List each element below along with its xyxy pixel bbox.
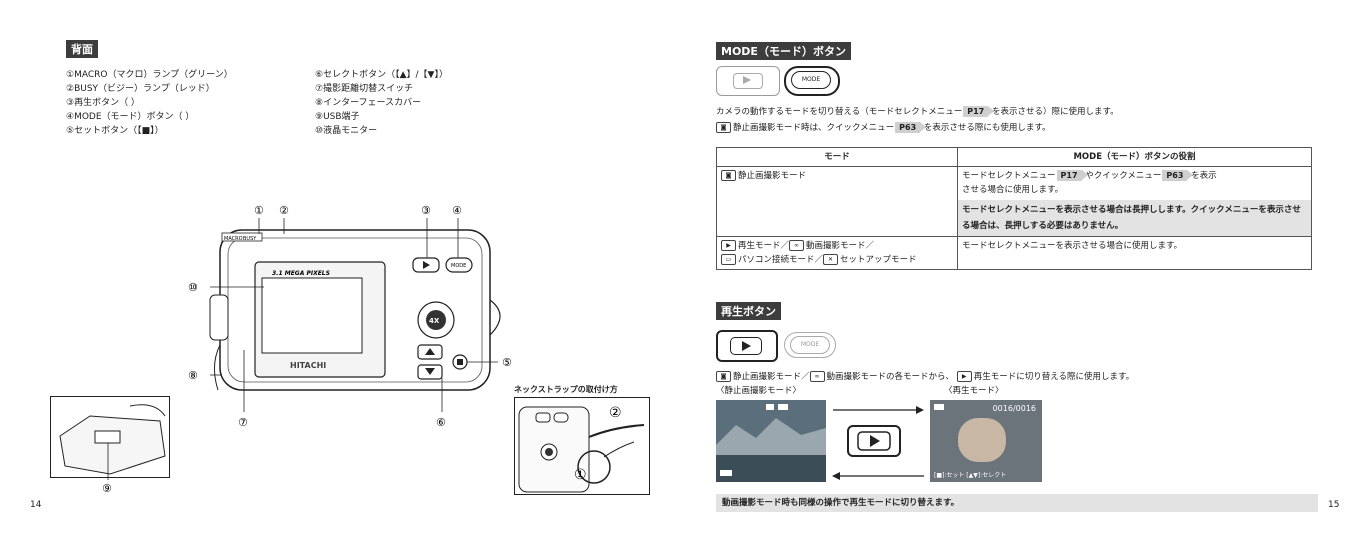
still-mode-screen: [716, 400, 826, 482]
mode-button-illus: MODE: [784, 66, 840, 96]
callout-7: ⑦: [238, 416, 248, 429]
play-mode-icon: ▶: [956, 371, 972, 382]
still-mode-label: 〈静止画撮影モード〉: [716, 386, 802, 396]
table-header-role: MODE（モード）ボタンの役割: [957, 147, 1312, 167]
cell-text: パソコン接続モード／: [738, 255, 824, 265]
page-ref-p63: P63: [895, 122, 927, 133]
mode-desc-text: を表示させる際にも使用します。: [923, 123, 1051, 133]
movie-icon: ∞: [789, 240, 805, 251]
camera-back-illustration: MACRO BUSY 3.1 MEGA PIXELS HITACHI MODE …: [188, 204, 512, 429]
mode-button-label: MODE: [451, 263, 466, 269]
brand-label: HITACHI: [290, 361, 326, 370]
play-button-illus-faded: [716, 66, 780, 96]
strap-title: ネックストラップの取付け方: [514, 385, 618, 394]
cell-text: させる場合に使用します。: [962, 185, 1064, 195]
callout-6: ⑥: [436, 416, 446, 429]
part-item: ①MACRO（マクロ）ランプ（グリーン）: [66, 70, 233, 80]
mode-desc-text: を表示させる）際に使用します。: [991, 107, 1119, 117]
cell-text: モードセレクトメニューを表示させる場合に使用します。: [957, 236, 1312, 270]
page-ref-p17: P17: [963, 106, 995, 117]
mode-table: モード MODE（モード）ボタンの役割 ◙静止画撮影モード モードセレクトメニュ…: [716, 147, 1312, 270]
callout-8: ⑧: [188, 369, 198, 382]
callout-5: ⑤: [502, 356, 512, 369]
lcd-label: 3.1 MEGA PIXELS: [272, 270, 330, 277]
cell-text: を表示: [1191, 171, 1217, 181]
switch-arrows: [832, 406, 924, 480]
table-row: ▶再生モード／∞動画撮影モード／ ▭パソコン接続モード／✕セットアップモード モ…: [716, 236, 1312, 270]
bottom-note: 動画撮影モード時も同様の操作で再生モードに切り替えます。: [716, 494, 1318, 512]
page-ref-p63: P63: [1162, 170, 1194, 181]
movie-icon: ∞: [809, 371, 825, 382]
pc-icon: ▭: [721, 254, 736, 265]
play-button-illus: [716, 330, 778, 362]
part-item: ⑧インターフェースカバー: [315, 98, 422, 108]
play-hint: [■]:セット [▲▼]:セレクト: [934, 472, 1007, 479]
zoom-label: 4X: [429, 317, 440, 325]
camera-icon: ◙: [721, 170, 736, 181]
cell-text: 再生モード／: [738, 241, 790, 251]
parts-list-col2: ⑥セレクトボタン（【▲】/【▼】） ⑦撮影距離切替スイッチ ⑧インターフェースカ…: [315, 68, 545, 138]
table-header-mode: モード: [716, 147, 958, 167]
callout-10: ⑩: [188, 281, 198, 294]
part-item: ⑥セレクトボタン（【▲】/【▼】）: [315, 70, 448, 80]
play-mode-icon: ▶: [721, 240, 736, 251]
cell-text: やクイックメニュー: [1085, 171, 1162, 181]
setup-icon: ✕: [823, 254, 839, 265]
page-number-left: 14: [30, 500, 42, 510]
macro-lamp-label: MACRO: [224, 236, 243, 242]
camera-icon: ◙: [716, 122, 731, 133]
back-section-title: 背面: [66, 40, 98, 58]
play-desc-text: 動画撮影モードの各モードから、: [826, 372, 955, 382]
callout-3: ③: [421, 204, 431, 217]
table-note: モードセレクトメニューを表示させる場合は長押しします。クイックメニューを表示させ…: [958, 200, 1311, 236]
callout-1: ①: [254, 204, 264, 217]
page-number-right: 15: [1328, 500, 1340, 510]
cell-text: セットアップモード: [840, 255, 917, 265]
play-desc-text: 静止画撮影モード／: [733, 372, 810, 382]
page-ref-p17: P17: [1056, 170, 1088, 181]
strap-callout-2: ②: [609, 405, 622, 421]
part-item: ⑤セットボタン（【■】）: [66, 126, 164, 136]
part-item: ③再生ボタン（ ）: [66, 98, 140, 108]
mode-desc-text: カメラの動作するモードを切り替える（モードセレクトメニュー: [716, 107, 963, 117]
battery-icon: [934, 404, 944, 410]
usb-inset-illustration: ⑨: [50, 396, 170, 495]
strap-callout-1: ①: [574, 467, 587, 483]
parts-list-col1: ①MACRO（マクロ）ランプ（グリーン） ②BUSY（ビジー）ランプ（レッド） …: [66, 68, 296, 138]
mode-desc-text: 静止画撮影モード時は、クイックメニュー: [733, 123, 895, 133]
strap-inset-illustration: ② ①: [514, 397, 650, 495]
play-mode-label: 〈再生モード〉: [944, 386, 1004, 396]
part-item: ⑩液晶モニター: [315, 126, 378, 136]
baby-photo: [958, 418, 1006, 462]
play-mode-screen: 0016/0016 [■]:セット [▲▼]:セレクト: [930, 400, 1042, 482]
cell-text: モードセレクトメニュー: [962, 171, 1056, 181]
play-section-title: 再生ボタン: [716, 302, 781, 320]
play-desc-text: 再生モードに切り替える際に使用します。: [973, 372, 1135, 382]
mode-button-text: MODE: [791, 71, 831, 89]
cell-text: 動画撮影モード／: [806, 241, 875, 251]
callout-4: ④: [452, 204, 462, 217]
mode-button-illus-faded: MODE: [784, 332, 836, 358]
part-item: ②BUSY（ビジー）ランプ（レッド）: [66, 84, 215, 94]
cell-text: 静止画撮影モード: [738, 171, 807, 181]
image-counter: 0016/0016: [992, 404, 1036, 413]
part-item: ⑦撮影距離切替スイッチ: [315, 84, 414, 94]
camera-icon: ◙: [716, 371, 731, 382]
part-item: ④MODE（モード）ボタン（ ）: [66, 112, 195, 122]
busy-lamp-label: BUSY: [243, 236, 257, 242]
callout-2: ②: [279, 204, 289, 217]
play-description: ◙静止画撮影モード／∞動画撮影モードの各モードから、 ▶再生モードに切り替える際…: [716, 371, 1316, 384]
mode-button-faded-text: MODE: [790, 336, 830, 354]
mode-section-title: MODE（モード）ボタン: [716, 42, 851, 60]
callout-9: ⑨: [102, 482, 112, 495]
part-item: ⑨USB端子: [315, 112, 360, 122]
